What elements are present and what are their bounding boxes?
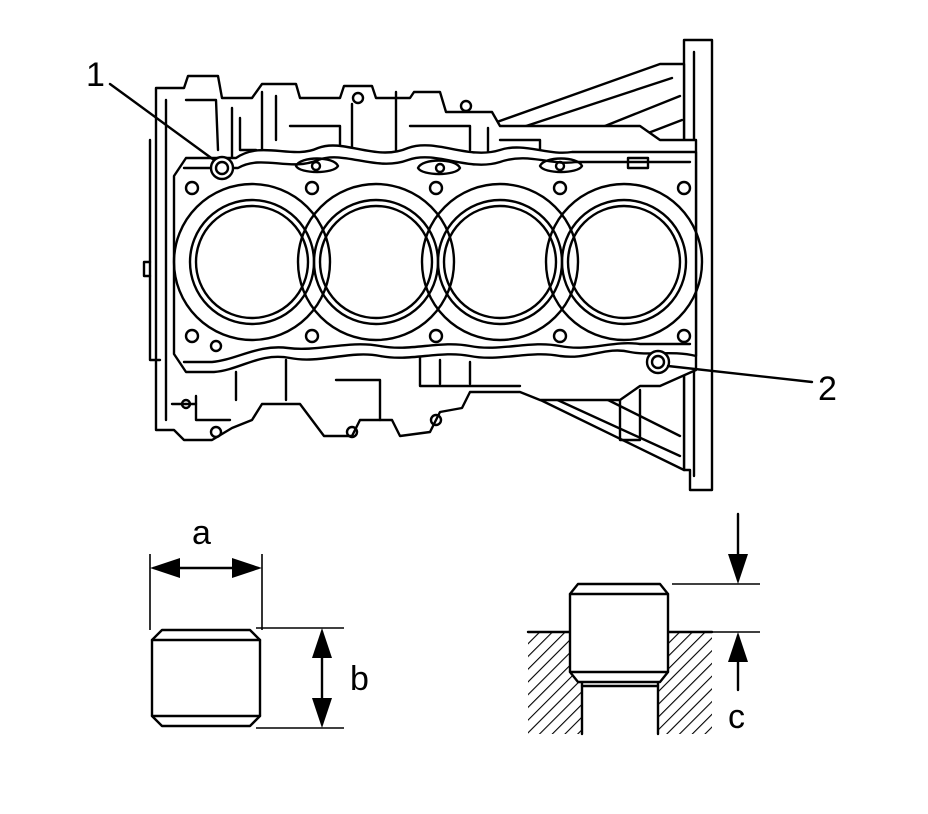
dowel-pin-installed-view: c <box>526 512 760 736</box>
leader-line-1 <box>108 82 216 162</box>
dimension-label-a: a <box>192 514 211 552</box>
dowel-pin-dimension-view: a b <box>149 514 369 729</box>
dimension-label-c: c <box>728 698 745 736</box>
dowel-pin-1 <box>209 155 235 181</box>
dimension-label-b: b <box>350 660 369 698</box>
head-bolt-holes <box>184 156 692 353</box>
callout-1: 1 <box>86 56 105 94</box>
leader-line-2 <box>666 364 814 384</box>
dowel-pin-2 <box>645 349 671 375</box>
callout-2: 2 <box>818 370 837 408</box>
cylinder-bores <box>172 182 704 342</box>
engine-block <box>142 38 714 492</box>
